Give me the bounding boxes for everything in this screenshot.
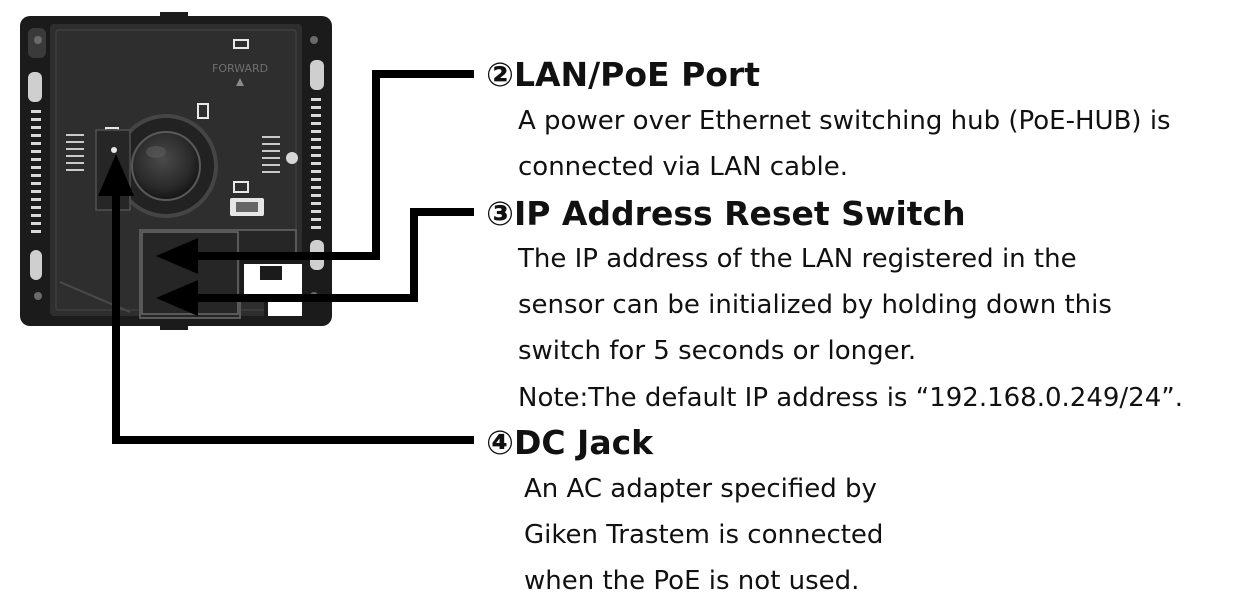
callout-line: A power over Ethernet switching hub (PoE… (518, 106, 1171, 136)
leader-lan-poe (156, 70, 474, 274)
leader-ip-reset (156, 208, 474, 316)
callout-line: when the PoE is not used. (524, 566, 860, 596)
arrow-lan-poe (156, 238, 198, 274)
callout-line: connected via LAN cable. (518, 152, 849, 182)
left-vent (31, 110, 41, 233)
callout-line: sensor can be initialized by holding dow… (518, 290, 1112, 320)
callout-line: Giken Trastem is connected (524, 520, 884, 550)
callout-heading: ③IP Address Reset Switch (486, 194, 966, 233)
leader-dc-jack (98, 154, 474, 444)
callout-line: Note:The default IP address is “192.168.… (518, 383, 1183, 413)
forward-label: FORWARD (212, 62, 268, 75)
arrow-ip-reset (156, 280, 198, 316)
callout-line: switch for 5 seconds or longer. (518, 336, 917, 366)
sensor-device: FORWARD (20, 12, 332, 330)
callout-line: The IP address of the LAN registered in … (518, 244, 1077, 274)
arrow-dc-jack (98, 154, 134, 196)
right-vent (311, 98, 321, 229)
callout-line: An AC adapter specified by (524, 474, 877, 504)
callout-heading: ②LAN/PoE Port (486, 55, 760, 94)
lens (114, 114, 218, 218)
callout-heading: ④DC Jack (486, 423, 654, 462)
